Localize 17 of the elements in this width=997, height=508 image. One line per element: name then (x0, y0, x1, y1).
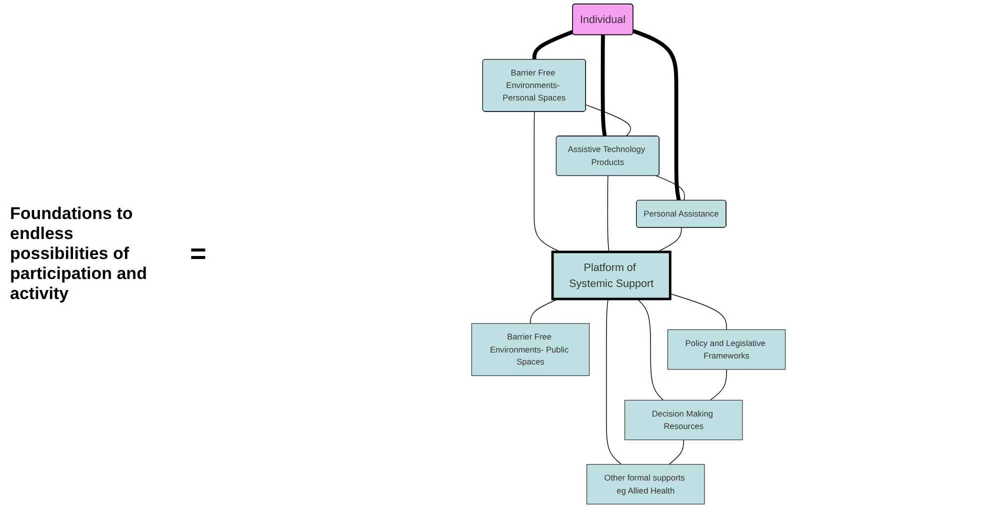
connector (632, 29, 681, 201)
connector (656, 176, 685, 201)
connector (600, 35, 607, 137)
connector (606, 298, 622, 465)
connector (586, 104, 631, 137)
connector (710, 369, 727, 401)
node-box: Decision Making Resources (624, 400, 743, 440)
connector (636, 298, 664, 401)
connector (668, 440, 684, 465)
node-box: Other formal supports eg Allied Health (586, 464, 705, 504)
connector (607, 176, 610, 252)
node-box: Platform of Systemic Support (551, 250, 672, 300)
connector (670, 293, 727, 330)
node-box: Policy and Legislative Frameworks (667, 329, 786, 370)
node-box: Barrier Free Environments- Public Spaces (471, 323, 590, 376)
equals-sign: = (190, 238, 206, 270)
note-text: Foundations to endless possibilities of participation and activity (10, 204, 148, 304)
